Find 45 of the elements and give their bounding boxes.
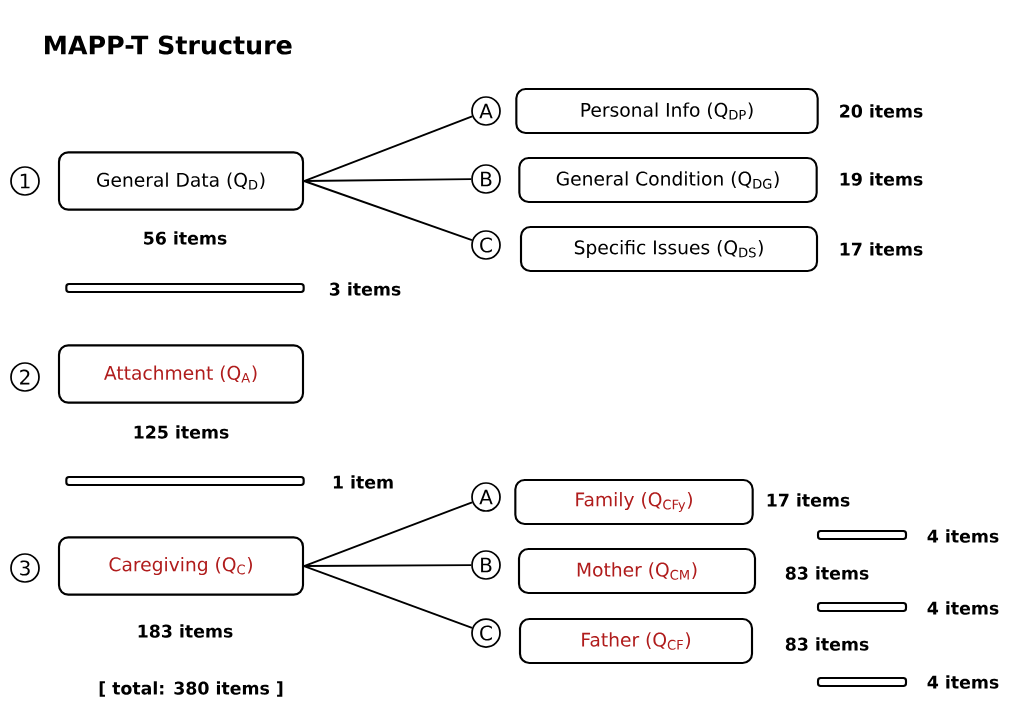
connector-line	[303, 564, 473, 567]
category-box: Specific Issues (Q$_{DS}$)	[519, 225, 819, 273]
item-count: 125 items	[134, 425, 229, 439]
category-box: Father (Q$_{CF}$)	[518, 617, 754, 665]
category-box: Caregiving (Q$_{C}$)	[57, 536, 305, 596]
circled-label: A	[471, 482, 501, 512]
bar	[816, 601, 908, 613]
connector-line	[303, 565, 473, 629]
item-count: 4 items	[927, 675, 999, 689]
item-count: 19 items	[840, 172, 923, 186]
connector-line	[303, 501, 474, 567]
item-count: 83 items	[785, 566, 869, 580]
item-count: 20 items	[840, 104, 923, 118]
item-count: 4 items	[927, 601, 999, 615]
item-count: 83 items	[785, 637, 869, 651]
category-box: Family (Q$_{CFy}$)	[514, 478, 754, 526]
bar	[65, 282, 305, 294]
category-box: Attachment (Q$_{A}$)	[57, 344, 305, 404]
circled-label: B	[471, 550, 501, 580]
item-count: 3 items	[329, 282, 401, 296]
circled-label: C	[471, 230, 501, 260]
item-count: 183 items	[138, 624, 233, 638]
circled-label: C	[471, 618, 501, 648]
bar	[65, 475, 305, 487]
category-box: Mother (Q$_{CM}$)	[517, 547, 757, 595]
category-box: General Data (Q$_{D}$)	[57, 151, 305, 211]
item-count: 4 items	[927, 529, 999, 543]
item-count: 17 items	[840, 242, 923, 256]
category-box: General Condition (Q$_{DG}$)	[518, 156, 818, 204]
connector-line	[303, 178, 473, 182]
item-count: 56 items	[144, 231, 227, 245]
circled-label: A	[471, 96, 501, 126]
circled-label: 3	[10, 553, 40, 583]
total-label: [ total: 380 items ]	[99, 681, 283, 697]
item-count: 1 item	[333, 475, 393, 489]
circled-label: 1	[10, 166, 40, 196]
circled-label: B	[471, 164, 501, 194]
title: MAPP-T Structure	[45, 35, 292, 55]
item-count: 17 items	[767, 493, 850, 507]
bar	[816, 676, 908, 688]
connector-line	[303, 115, 474, 182]
category-box: Personal Info (Q$_{DP}$)	[515, 87, 819, 135]
connector-line	[303, 180, 473, 241]
circled-label: 2	[10, 362, 40, 392]
bar	[816, 529, 908, 541]
